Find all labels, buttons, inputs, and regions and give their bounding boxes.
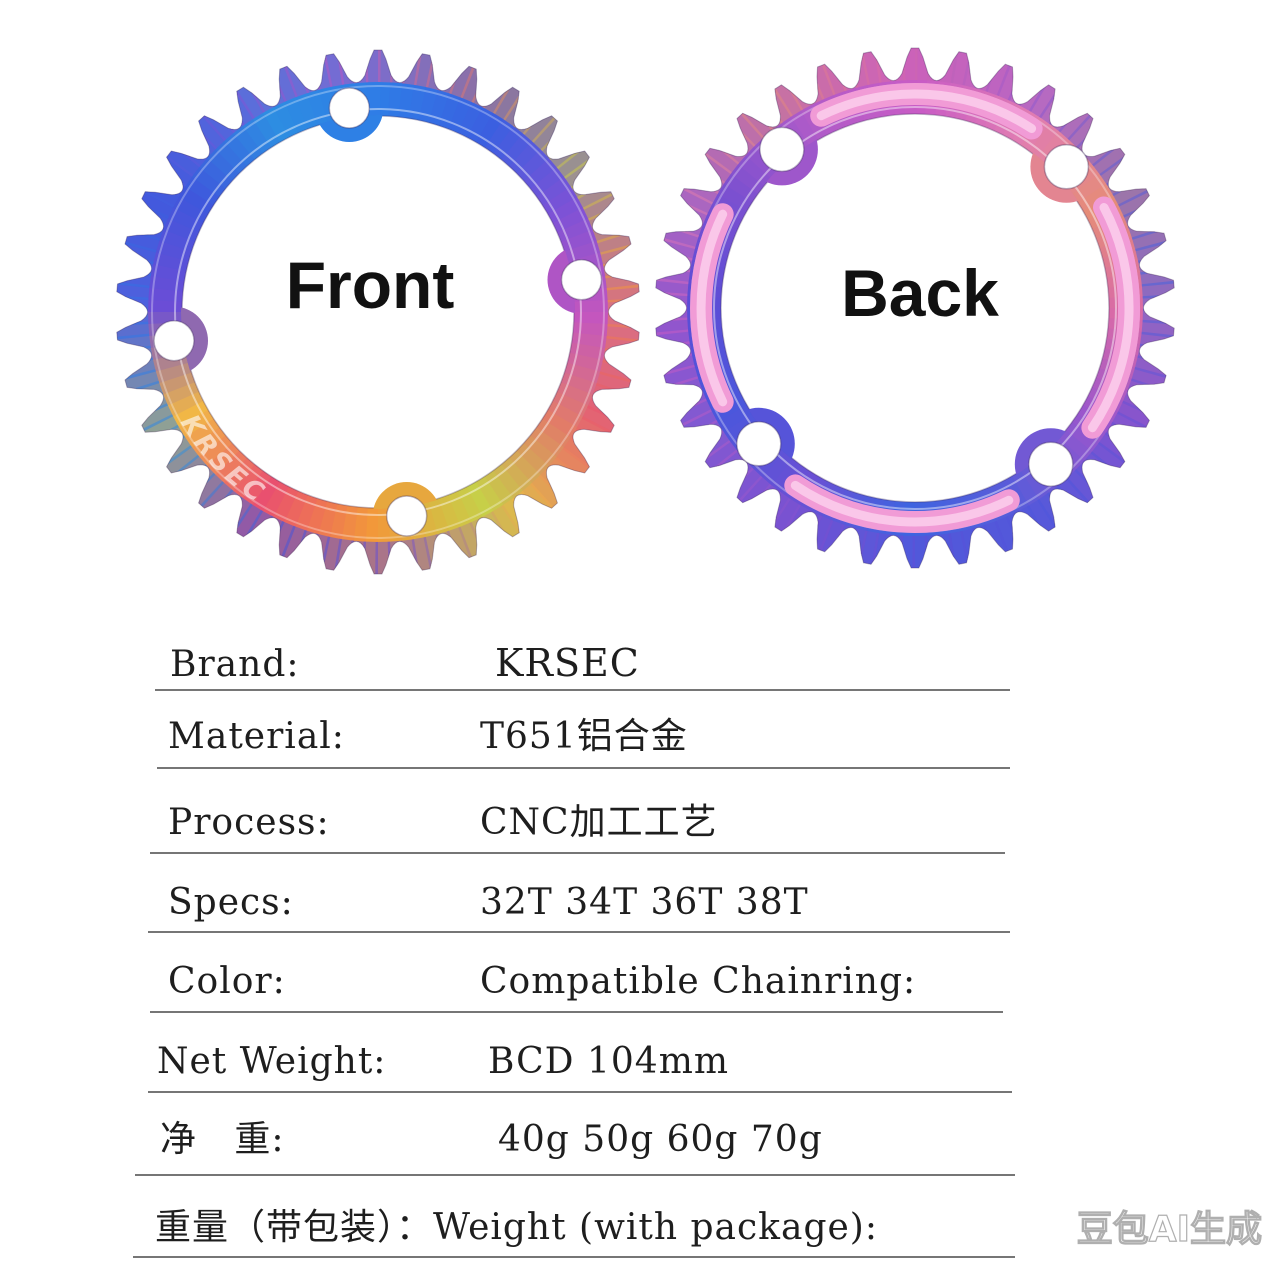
tooth-sheen-segment (926, 48, 947, 82)
row-divider (157, 767, 1010, 769)
specs-value: 32T 34T 36T 38T (480, 882, 809, 923)
bolt-tab (372, 482, 441, 509)
lightening-slot-highlight (816, 89, 1037, 133)
tooth-sheen-segment (116, 309, 149, 327)
tooth-sheen-segment (375, 541, 393, 574)
back-label: Back (841, 256, 999, 330)
bolt-hole (736, 421, 782, 467)
row-divider (133, 1256, 1015, 1258)
net-weight-cn-label: 净 重: (160, 1119, 285, 1160)
process-value: CNC加工工艺 (480, 802, 718, 843)
bolt-tab (547, 245, 575, 314)
net-weight-label: Net Weight: (157, 1041, 387, 1082)
net-weight-value: BCD 104mm (488, 1041, 729, 1082)
ring-center-opening (720, 113, 1110, 503)
brand-value: KRSEC (495, 641, 640, 685)
ring-groove (713, 106, 1117, 510)
tooth-sheen-segment (363, 50, 381, 83)
tooth-sheen-segment (655, 317, 689, 337)
tooth-sheen-segment (1141, 279, 1175, 299)
front-label: Front (286, 248, 455, 322)
material-value: T651铝合金 (480, 716, 688, 757)
ai-generated-watermark: 豆包AI生成 (1076, 1208, 1262, 1250)
lightening-slot-highlight (790, 480, 1014, 527)
bolt-hole (560, 259, 603, 301)
tooth-sheen-segment (924, 534, 944, 568)
lightening-slot-highlight (696, 209, 728, 407)
bolt-hole (153, 319, 195, 362)
color-value: Compatible Chainring: (480, 961, 917, 1002)
row-divider (148, 931, 1010, 933)
tooth-sheen-segment (1142, 293, 1175, 311)
tooth-sheen-segment (346, 540, 366, 574)
process-label: Process: (168, 802, 330, 843)
tooth-profile (116, 49, 640, 575)
bolt-tab (181, 306, 208, 375)
row-divider (155, 689, 1010, 691)
tooth-sheen-segment (116, 321, 150, 341)
row-divider (148, 1091, 1012, 1093)
package-weight-label: 重量（带包装）：Weight (with package): (155, 1207, 878, 1248)
material-label: Material: (168, 716, 345, 757)
bolt-tab (315, 115, 384, 142)
tooth-sheen-segment (655, 305, 688, 323)
bolt-hole (385, 495, 428, 537)
brand-label: Brand: (170, 644, 300, 685)
tooth-sheen-segment (606, 283, 640, 303)
net-weight-cn-value: 40g 50g 60g 70g (498, 1119, 823, 1160)
specs-label: Specs: (168, 882, 294, 923)
ring-groove (174, 108, 582, 516)
bolt-hole (759, 126, 805, 173)
tooth-sheen-segment (390, 50, 410, 84)
tooth-sheen-segment (912, 535, 930, 568)
bolt-hole (328, 87, 371, 129)
lightening-slot-highlight (1087, 203, 1134, 433)
back-chainring (655, 47, 1175, 569)
bolt-hole (1043, 144, 1090, 190)
color-label: Color: (168, 961, 286, 1002)
tooth-sheen-segment (607, 297, 640, 315)
bolt-tabs (181, 115, 575, 509)
tooth-chamfer-line (151, 85, 605, 539)
tooth-profile (655, 47, 1175, 569)
chainring-images: KRSEC Front Back (116, 47, 1175, 575)
row-divider (150, 852, 1005, 854)
tooth-sheen-segment (883, 534, 904, 568)
tooth-sheen-segment (886, 48, 906, 82)
tooth-sheen-segment (900, 48, 918, 81)
tooth-sheen-segment (387, 540, 407, 574)
row-divider (135, 1174, 1015, 1176)
tooth-sheen-segment (349, 50, 369, 84)
row-divider (150, 1011, 1003, 1013)
bolt-hole (1028, 441, 1074, 487)
